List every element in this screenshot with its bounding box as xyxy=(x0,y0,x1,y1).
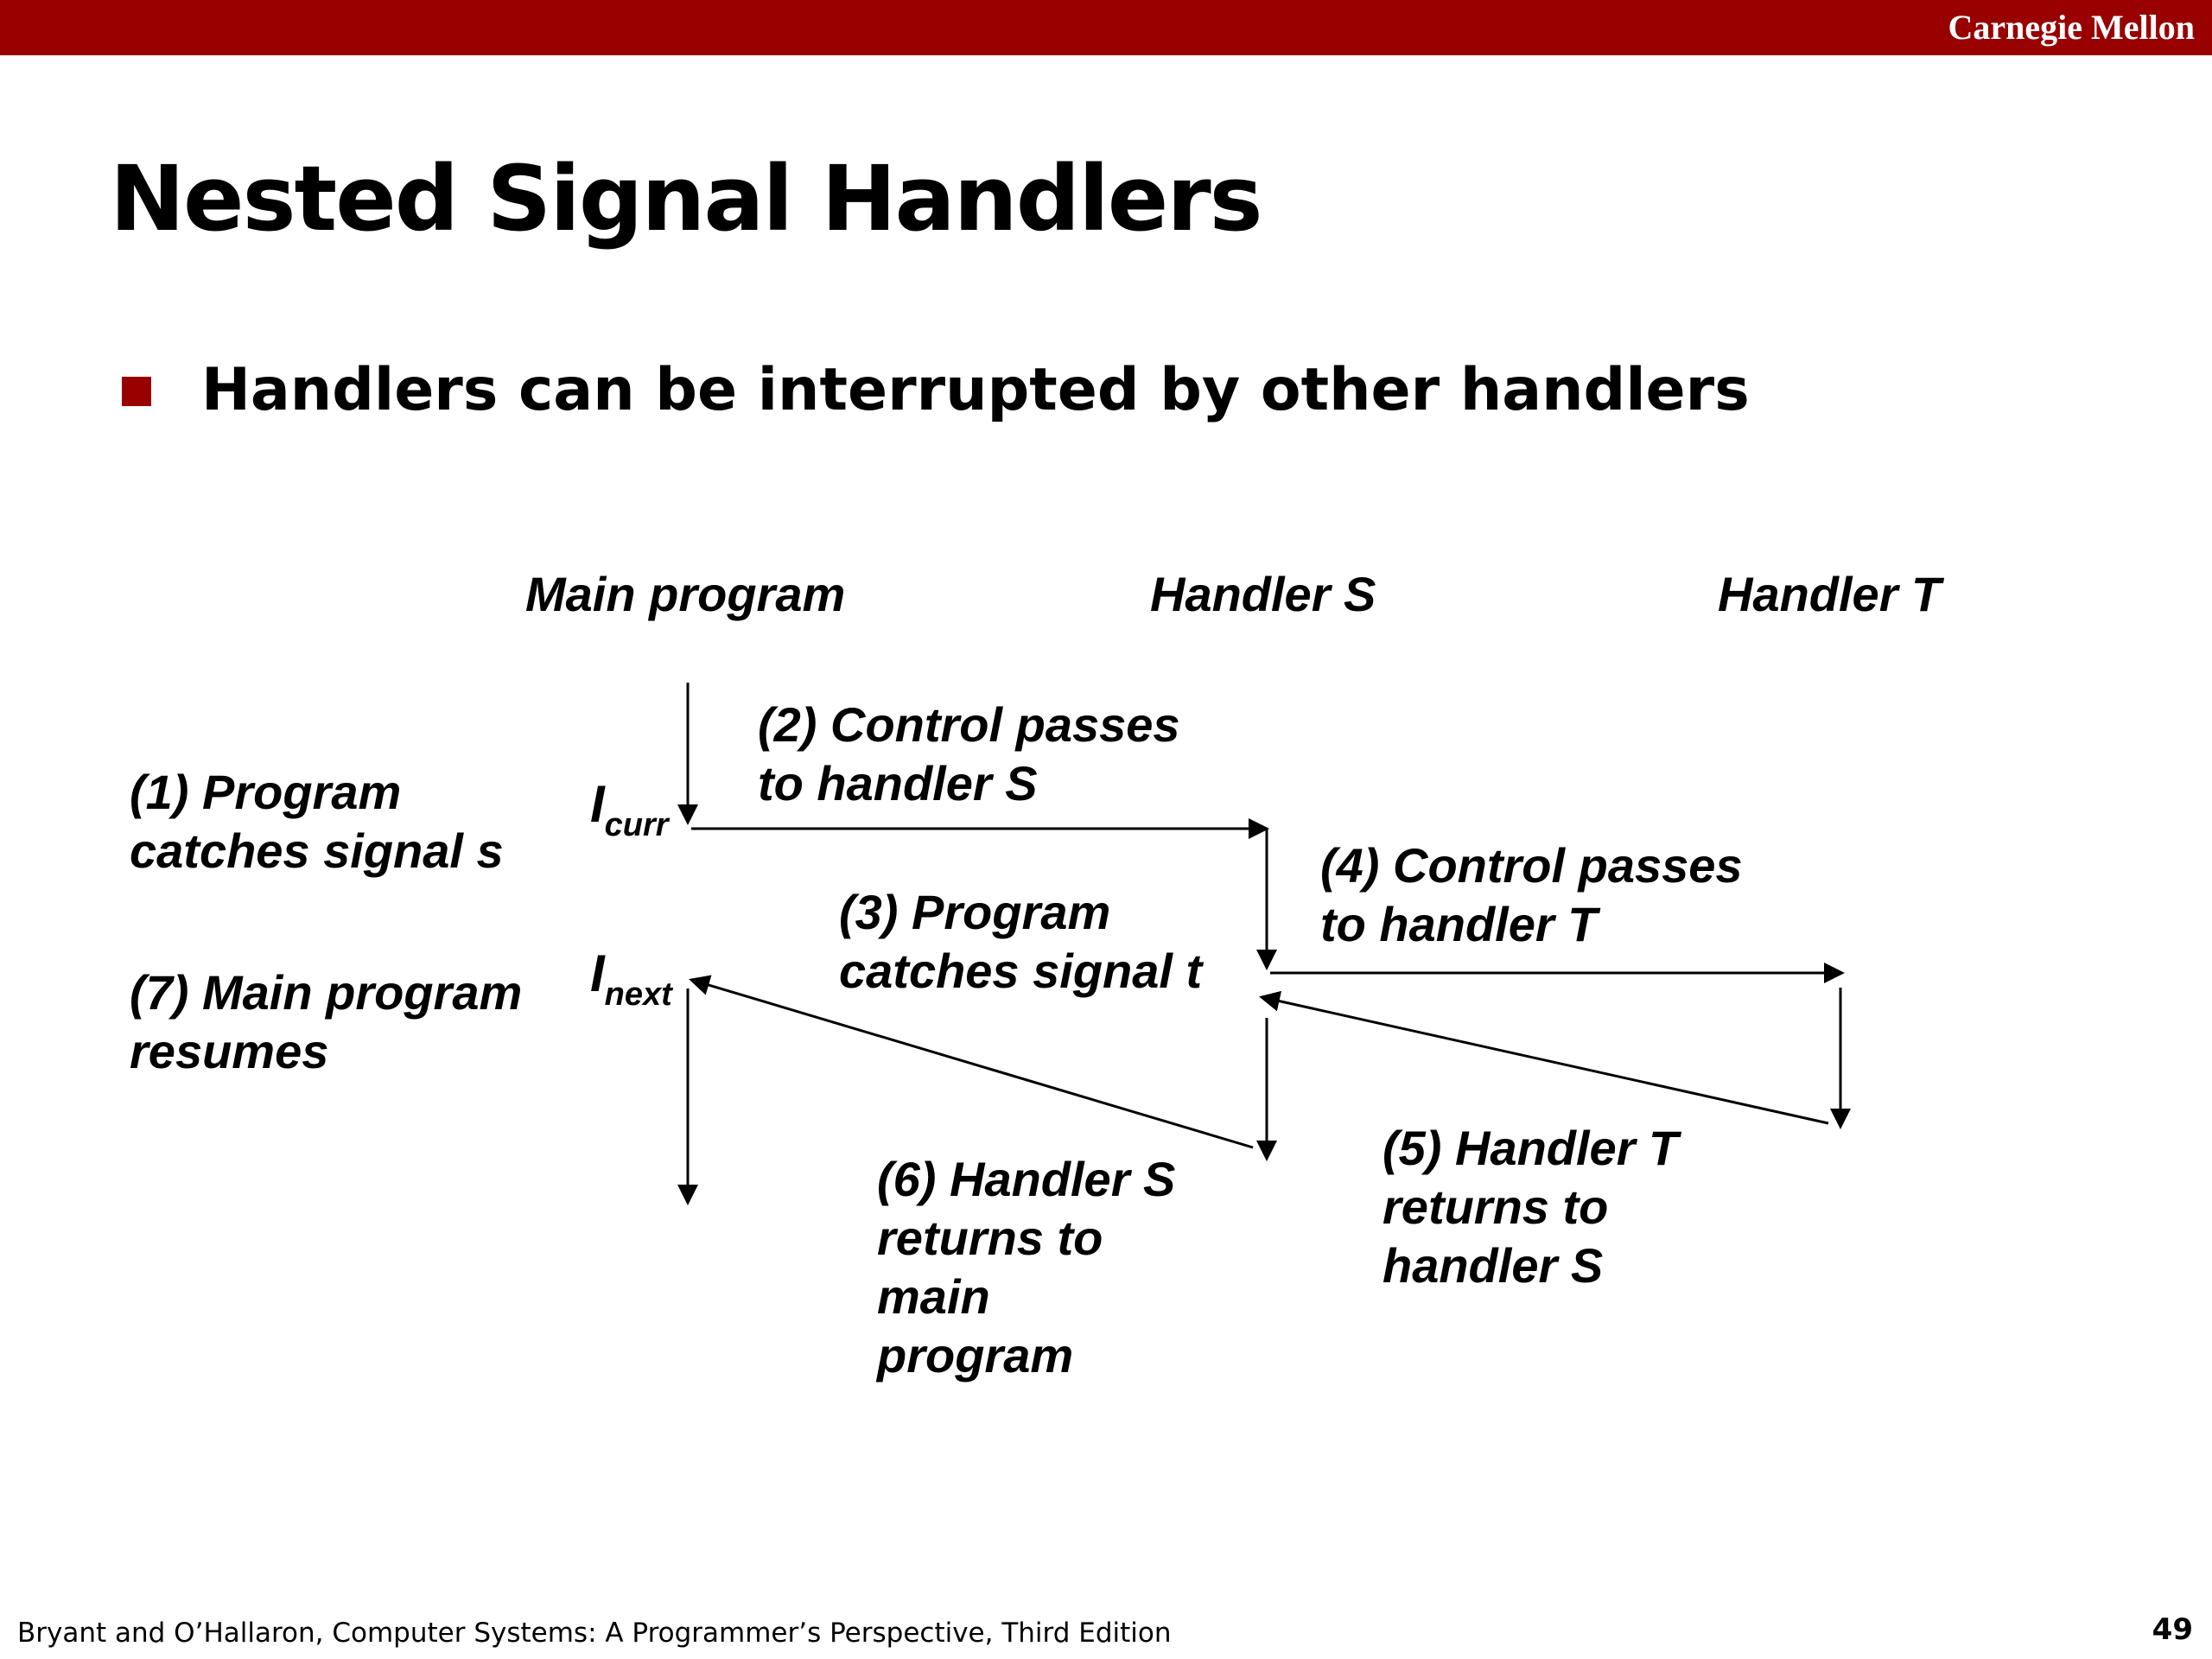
step-1-label: (1) Program catches signal s xyxy=(130,765,504,878)
brand-label: Carnegie Mellon xyxy=(1948,8,2196,47)
step-5-label: (5) Handler T returns to handler S xyxy=(1382,1121,1679,1293)
column-header-handler-s: Handler S xyxy=(1150,567,1376,621)
instruction-next-subscript: next xyxy=(604,976,672,1013)
column-header-handler-t: Handler T xyxy=(1718,567,1942,621)
step-4-label: (4) Control passes to handler T xyxy=(1320,838,1743,951)
step-6-label: (6) Handler S returns to main program xyxy=(877,1152,1176,1382)
instruction-next-base: I xyxy=(590,944,605,1002)
page-number: 49 xyxy=(2152,1612,2193,1647)
return-to-main-arrow xyxy=(689,975,1254,1149)
slide-title: Nested Signal Handlers xyxy=(110,146,1263,251)
step-2-label: (2) Control passes to handler S xyxy=(758,697,1180,810)
footer-citation: Bryant and O’Hallaron, Computer Systems:… xyxy=(17,1618,1172,1649)
instruction-curr-base: I xyxy=(590,775,605,833)
column-header-main-program: Main program xyxy=(525,567,846,621)
bullet-square-icon xyxy=(122,377,151,406)
header-bar: Carnegie Mellon xyxy=(0,0,2212,55)
step-3-label: (3) Program catches signal t xyxy=(839,885,1203,998)
instruction-curr-subscript: curr xyxy=(604,807,669,843)
bullet-text: Handlers can be interrupted by other han… xyxy=(201,356,1750,424)
return-to-handler-s-arrow xyxy=(1259,990,1829,1125)
step-7-label: (7) Main program resumes xyxy=(130,965,523,1078)
instruction-curr-label: Icurr xyxy=(590,774,669,843)
instruction-next-label: Inext xyxy=(590,944,672,1013)
